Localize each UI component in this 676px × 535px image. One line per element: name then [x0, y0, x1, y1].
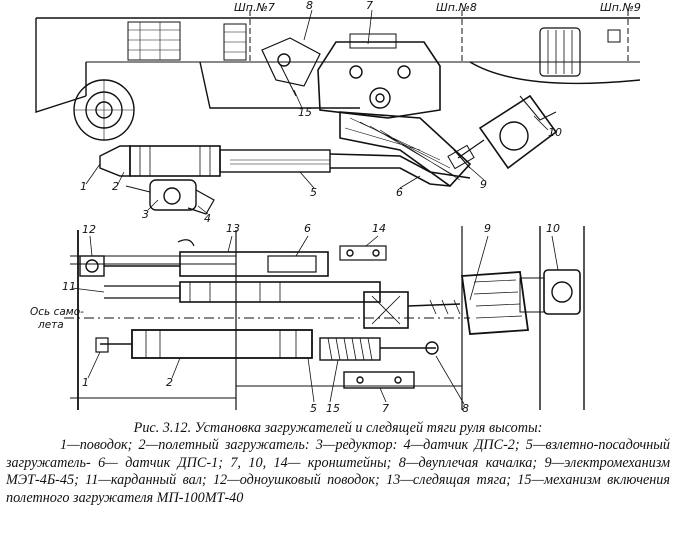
- callout-bot-7: 7: [382, 402, 389, 415]
- bottom-callouts: 12 13 6 14 9 10 11 1 2 5 15 7 8: [62, 222, 560, 415]
- caption-body: 1—поводок; 2—полетный загружатель: 3—ред…: [6, 437, 670, 506]
- figure-caption: Рис. 3.12. Установка загружателей и след…: [6, 420, 670, 507]
- bottom-leader-lines: [71, 235, 559, 405]
- callout-bot-5: 5: [310, 402, 317, 415]
- callout-top-9: 9: [480, 178, 487, 191]
- bottom-drawing: [64, 226, 585, 410]
- callout-bot-10: 10: [546, 222, 560, 235]
- station-label-7: Шп.№7: [234, 1, 275, 14]
- axis-label-line1: Ось само-: [30, 306, 84, 318]
- top-drawing: [35, 10, 641, 215]
- callout-bot-2: 2: [166, 376, 173, 389]
- callout-top-4: 4: [204, 212, 211, 225]
- station-label-8: Шп.№8: [436, 1, 477, 14]
- callout-bot-12: 12: [82, 223, 96, 236]
- callout-bot-6: 6: [304, 222, 311, 235]
- technical-drawing: Шп.№7 Шп.№8 Шп.№9 8 7 15 10 1 2 5 6 9 3 …: [30, 0, 641, 415]
- callout-top-1: 1: [80, 180, 87, 193]
- callout-bot-9: 9: [484, 222, 491, 235]
- callout-top-8: 8: [306, 0, 313, 12]
- callout-bot-11: 11: [62, 280, 76, 293]
- station-label-9: Шп.№9: [600, 1, 641, 14]
- callout-top-2: 2: [112, 180, 119, 193]
- callout-top-15: 15: [298, 106, 312, 119]
- axis-label-line2: лета: [37, 319, 64, 331]
- callout-top-7: 7: [366, 0, 373, 12]
- top-callouts: 8 7 15 10 1 2 5 6 9 3 4: [80, 0, 562, 225]
- callout-top-3: 3: [142, 208, 149, 221]
- bottom-axis-label: Ось само- лета: [30, 306, 84, 331]
- callout-bot-13: 13: [226, 222, 240, 235]
- top-leader-lines: [85, 9, 549, 215]
- callout-bot-15: 15: [326, 402, 340, 415]
- callout-top-10: 10: [548, 126, 562, 139]
- top-station-labels: Шп.№7 Шп.№8 Шп.№9: [234, 1, 641, 14]
- callout-bot-8: 8: [462, 402, 469, 415]
- callout-bot-1: 1: [82, 376, 89, 389]
- callout-bot-14: 14: [372, 222, 386, 235]
- callout-top-5: 5: [310, 186, 317, 199]
- caption-title: Рис. 3.12. Установка загружателей и след…: [133, 420, 543, 436]
- callout-top-6: 6: [396, 186, 403, 199]
